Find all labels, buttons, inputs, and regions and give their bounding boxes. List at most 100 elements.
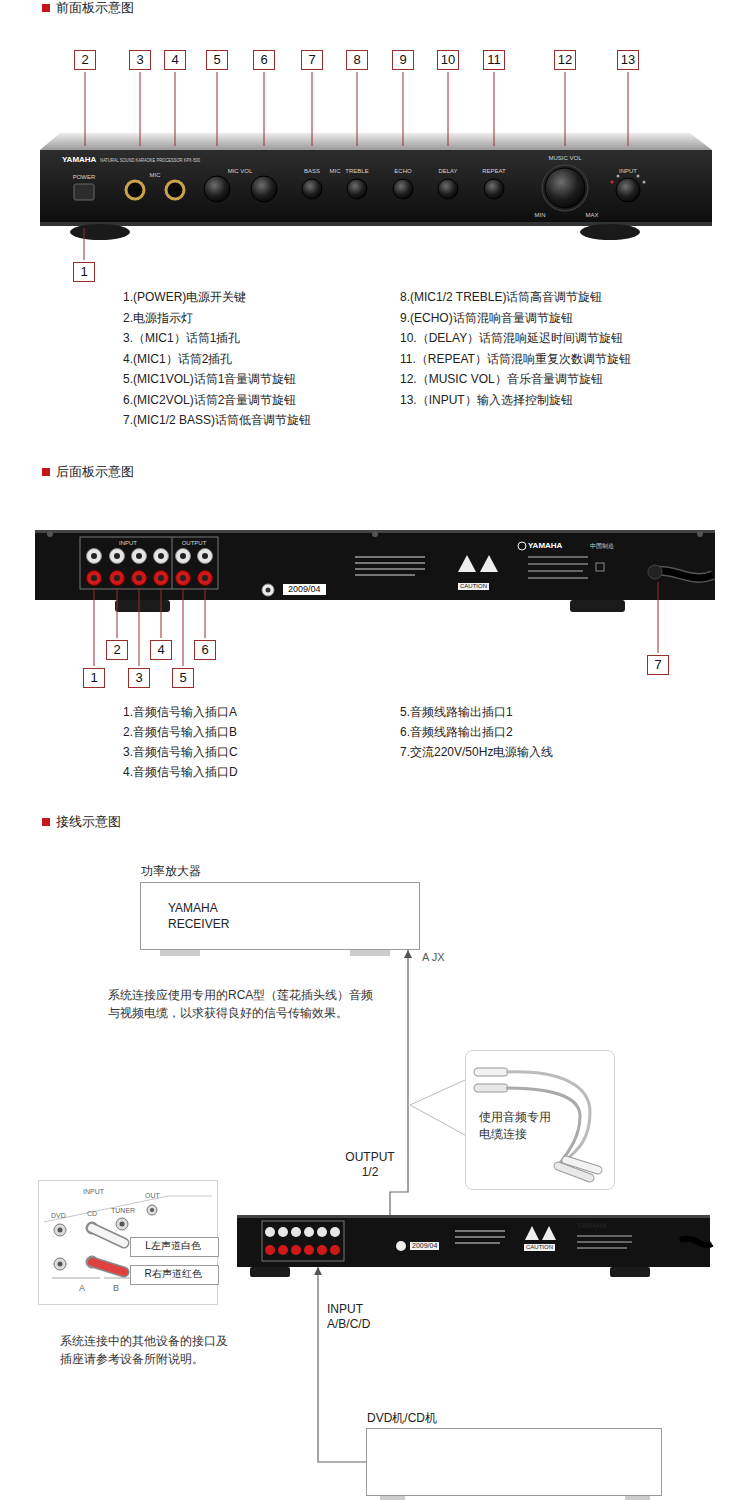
callout-number: 6 [194, 640, 216, 660]
path-shape [92, 1228, 124, 1243]
rect-shape [528, 570, 583, 572]
circle-shape [347, 179, 367, 199]
equipment-feet [160, 950, 650, 1500]
node-text: R右声道红色 [131, 1266, 215, 1282]
path-shape [92, 1262, 124, 1272]
path-shape [628, 72, 629, 146]
node-text: OUT [145, 1192, 160, 1200]
path-shape [94, 588, 95, 666]
arrow-head [314, 1267, 322, 1275]
rect-shape [570, 600, 625, 612]
parts-list-item: 10.（DELAY）话筒混响延迟时间调节旋钮 [400, 330, 623, 346]
path-shape [494, 72, 495, 146]
circle-shape [114, 553, 120, 559]
callout-number: 7 [301, 50, 323, 70]
circle-shape [158, 553, 164, 559]
parts-list-item: 2.电源指示灯 [123, 310, 193, 326]
rect-shape [355, 568, 425, 570]
callout-number: 1 [83, 668, 105, 688]
parts-list-item: 5.音频线路输出插口1 [400, 704, 513, 720]
circle-shape [251, 176, 277, 202]
panel-marking: INPUT [119, 540, 137, 547]
circle-shape [87, 549, 102, 564]
circle-shape [158, 575, 164, 581]
parts-list-item: 5.(MIC1VOL)话筒1音量调节旋钮 [123, 371, 296, 387]
path-shape [92, 1228, 124, 1243]
path-shape [403, 72, 404, 146]
parts-list-item: 2.音频信号输入插口B [123, 724, 237, 740]
node-text: A [79, 1283, 85, 1293]
path-shape [217, 72, 218, 146]
circle-shape [317, 1245, 327, 1255]
cable-inset-art [410, 1072, 598, 1178]
panel-marking: DELAY [438, 168, 457, 175]
path-shape [52, 1278, 138, 1279]
circle-shape [542, 165, 588, 211]
rect-shape [528, 556, 588, 558]
node-text: 功率放大器 [141, 863, 201, 879]
circle-shape [150, 1208, 154, 1212]
path-shape [680, 1239, 712, 1246]
polygon-shape [480, 555, 498, 572]
circle-shape [304, 1227, 314, 1237]
panel-marking: MIN [535, 212, 546, 219]
panel-marking: NATURAL SOUND KARAOKE PROCESSOR KPX-500 [100, 157, 200, 164]
signal-cable [314, 1267, 366, 1462]
circle-shape [120, 1222, 125, 1227]
wiring-device [237, 1215, 712, 1277]
rect-shape [625, 1496, 650, 1500]
path-shape [172, 537, 173, 589]
node-text: INPUT [83, 1188, 104, 1196]
parts-list-item: 13.（INPUT）输入选择控制旋钮 [400, 392, 573, 408]
circle-shape [110, 549, 125, 564]
circle-shape [126, 181, 144, 199]
section-markers [42, 4, 50, 826]
date-stamp: 2009/04 [283, 584, 326, 595]
circle-shape [484, 179, 504, 199]
port-marking: A JX [422, 950, 445, 964]
ellipse-shape [70, 224, 130, 240]
circle-shape [611, 181, 614, 184]
path-shape [44, 1196, 212, 1222]
parts-list-item: 1.(POWER)电源开关键 [123, 289, 246, 305]
rect-shape [455, 1236, 505, 1238]
node-text: DVD [51, 1212, 66, 1220]
path-shape [565, 72, 566, 146]
node-text: DVD机/CD机 [367, 1410, 437, 1426]
circle-shape [278, 1245, 288, 1255]
note-text: 系统连接应使用专用的RCA型（莲花插头线）音频与视频电缆，以求获得良好的信号传输… [108, 986, 380, 1022]
circle-shape [545, 168, 585, 208]
section-heading: 后面板示意图 [56, 464, 134, 480]
cable-line [318, 1267, 366, 1462]
path-shape [478, 1085, 504, 1092]
circle-shape [304, 1245, 314, 1255]
callout-number: 9 [392, 50, 414, 70]
circle-shape [265, 1245, 275, 1255]
section-heading: 前面板示意图 [56, 0, 134, 16]
rect-shape [80, 537, 218, 589]
amplifier-box: 功率放大器YAMAHA RECEIVER [140, 882, 420, 950]
edge-label: OUTPUT 1/2 [340, 1150, 400, 1180]
player-box: DVD机/CD机 [366, 1428, 662, 1496]
rect-shape [380, 1496, 405, 1500]
circle-shape [438, 179, 458, 199]
callout-number: 1 [73, 262, 95, 282]
callout-number: 3 [128, 668, 150, 688]
node-text: CAUTION [524, 1244, 555, 1251]
circle-shape [58, 1228, 63, 1233]
callout-number: 6 [253, 50, 275, 70]
circle-shape [180, 553, 186, 559]
circle-shape [176, 549, 191, 564]
rect-shape [455, 1242, 500, 1244]
circle-shape [198, 571, 213, 586]
circle-shape [58, 1262, 63, 1267]
polygon-shape [542, 1226, 556, 1240]
rect-shape [577, 1235, 632, 1237]
circle-shape [180, 575, 186, 581]
callout-number: 4 [164, 50, 186, 70]
path-shape [558, 1166, 590, 1178]
circle-shape [202, 553, 208, 559]
